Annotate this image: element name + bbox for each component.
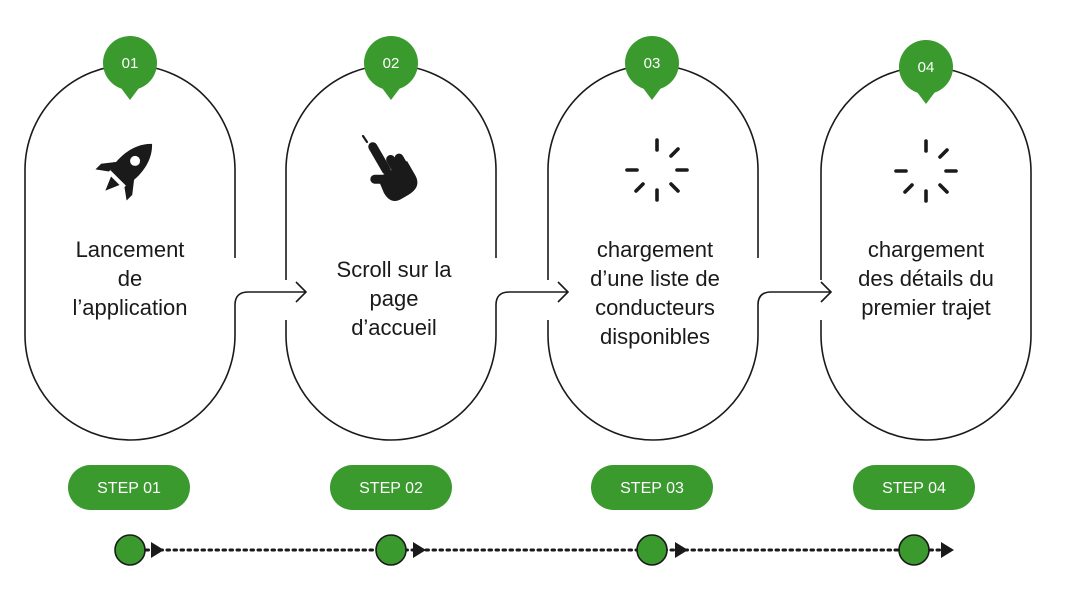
capsule-outlines [24, 64, 1032, 441]
description-line: de [117, 266, 143, 291]
description-line: page [369, 286, 419, 311]
timeline-node-4 [898, 534, 930, 566]
step-label-pill-2: STEP 02 [330, 465, 452, 510]
description-line: d’accueil [351, 315, 437, 340]
step-number: 03 [644, 55, 661, 72]
timeline-arrowhead [941, 542, 954, 558]
step-label: STEP 03 [620, 480, 684, 497]
timeline-node-2 [375, 534, 407, 566]
step-label: STEP 02 [359, 480, 423, 497]
step-description-2: Scroll sur la page d’accueil [304, 255, 484, 342]
step-label-pill-4: STEP 04 [853, 465, 975, 510]
description-line: chargement [867, 237, 985, 262]
loading-spinner-icon [894, 139, 958, 203]
description-line: Lancement [75, 237, 185, 262]
description-line: l’application [72, 295, 188, 320]
description-line: conducteurs [595, 295, 715, 320]
timeline-arrowhead [413, 542, 426, 558]
tap-mark-icon [361, 134, 369, 144]
step-number: 04 [918, 59, 935, 76]
step-label: STEP 04 [882, 480, 946, 497]
timeline-node-3 [636, 534, 668, 566]
step-label-pill-3: STEP 03 [591, 465, 713, 510]
description-line: d’une liste de [590, 266, 720, 291]
description-line: chargement [596, 237, 714, 262]
description-line: Scroll sur la [336, 257, 452, 282]
timeline-node-1 [114, 534, 146, 566]
step-label-pill-1: STEP 01 [68, 465, 190, 510]
capsule-2-outline [285, 64, 497, 441]
connector-2-3 [495, 281, 570, 320]
step-badge-4: 04 [899, 40, 953, 104]
connectors [234, 281, 833, 320]
description-line: disponibles [599, 324, 711, 349]
step-label: STEP 01 [97, 480, 161, 497]
step-description-4: chargement des détails du premier trajet [836, 235, 1016, 322]
capsule-4-outline [820, 66, 1032, 441]
step-description-3: chargement d’une liste de conducteurs di… [565, 235, 745, 351]
hand-pointer-icon [368, 142, 418, 201]
step-description-1: Lancement de l’application [40, 235, 220, 322]
step-badge-1: 01 [103, 36, 157, 100]
connector-1-2 [234, 281, 308, 320]
timeline-arrowhead [151, 542, 164, 558]
step-badge-2: 02 [364, 36, 418, 100]
step-number: 02 [383, 55, 400, 72]
capsule-1-outline [24, 64, 236, 441]
step-badge-3: 03 [625, 36, 679, 100]
loading-spinner-icon [625, 138, 689, 202]
connector-3-4 [757, 281, 833, 320]
description-line: des détails du [858, 266, 994, 291]
description-line: premier trajet [861, 295, 991, 320]
timeline-arrowhead [675, 542, 688, 558]
rocket-icon [95, 143, 153, 201]
step-number: 01 [122, 55, 139, 72]
timeline [114, 534, 954, 566]
